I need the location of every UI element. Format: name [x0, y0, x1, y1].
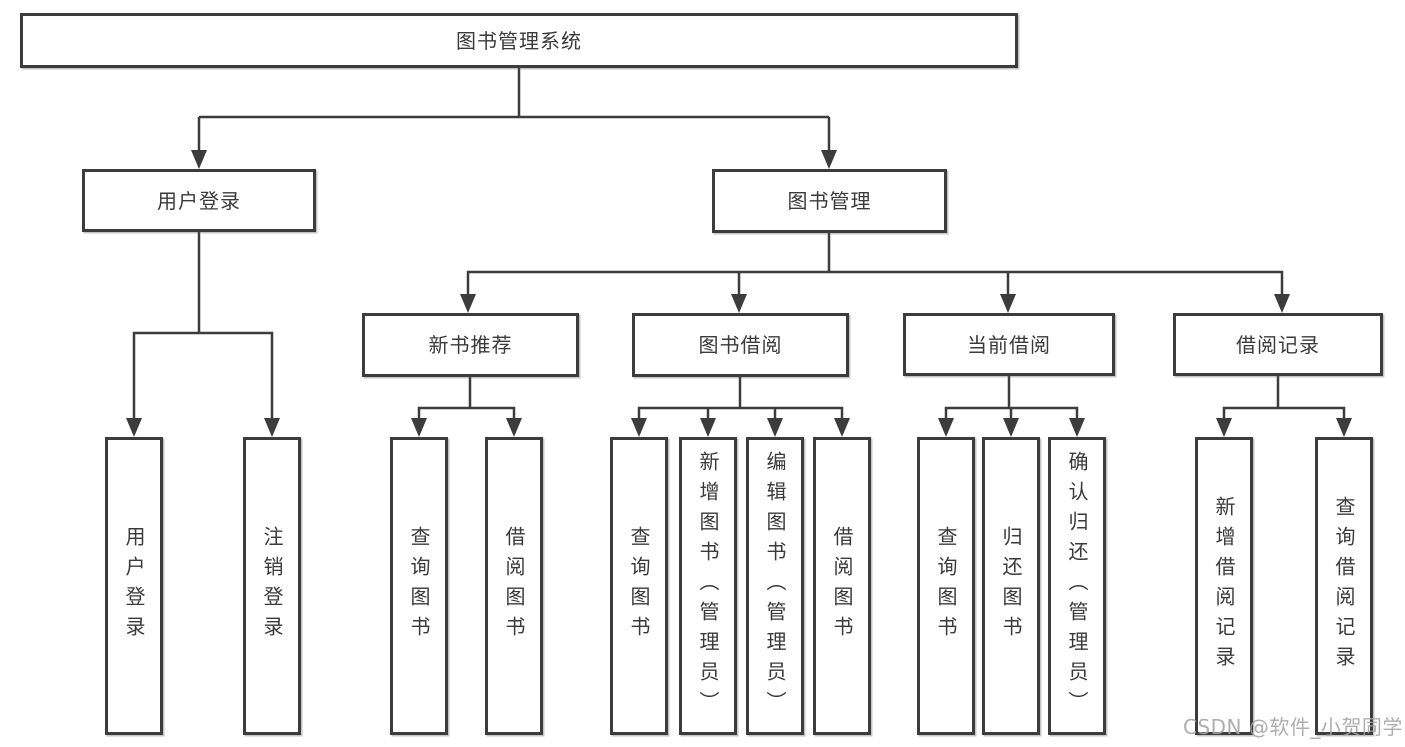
leaf-add-books-admin: 新增图书（管理员）: [679, 437, 737, 735]
leaf-borrow-books: 借阅图书: [485, 437, 543, 735]
leaf-confirm-return-admin: 确认归还（管理员）: [1048, 437, 1106, 735]
leaf-label: 编辑图书（管理员）: [763, 451, 787, 721]
node-label: 图书借阅: [698, 333, 783, 357]
leaf-label: 归还图书: [999, 526, 1023, 646]
leaf-query-borrow-record: 查询借阅记录: [1315, 437, 1373, 735]
leaf-query-books: 查询图书: [917, 437, 975, 735]
leaf-logout: 注销登录: [243, 437, 301, 735]
node-label: 图书管理系统: [456, 28, 582, 53]
node-label: 借阅记录: [1236, 332, 1320, 357]
leaf-add-borrow-record: 新增借阅记录: [1195, 437, 1253, 735]
node-book-management: 图书管理: [712, 169, 947, 233]
node-borrowing-records: 借阅记录: [1173, 313, 1383, 376]
arrowheads: [126, 150, 1352, 437]
node-current-borrowing: 当前借阅: [903, 313, 1115, 376]
node-label: 图书管理: [787, 189, 872, 213]
leaf-edit-books-admin: 编辑图书（管理员）: [746, 437, 804, 735]
csdn-watermark: CSDN @软件_小贺同学: [1183, 715, 1403, 739]
node-label: 用户登录: [157, 188, 241, 213]
node-user-login: 用户登录: [82, 169, 316, 232]
node-label: 当前借阅: [967, 332, 1051, 357]
leaf-label: 查询借阅记录: [1332, 496, 1356, 676]
leaf-label: 借阅图书: [502, 526, 526, 646]
node-label: 新书推荐: [428, 333, 513, 357]
leaf-query-books: 查询图书: [610, 437, 668, 735]
leaf-label: 借阅图书: [830, 526, 854, 646]
leaf-label: 查询图书: [934, 526, 958, 646]
leaf-query-books: 查询图书: [390, 437, 448, 735]
node-library-system: 图书管理系统: [20, 13, 1018, 68]
leaf-label: 注销登录: [260, 526, 284, 646]
leaf-borrow-books: 借阅图书: [813, 437, 871, 735]
node-new-book-recommendation: 新书推荐: [362, 313, 579, 377]
leaf-label: 查询图书: [627, 526, 651, 646]
leaf-user-login: 用户登录: [105, 437, 163, 735]
leaf-label: 新增借阅记录: [1212, 496, 1236, 676]
node-book-borrowing: 图书借阅: [632, 313, 849, 377]
leaf-label: 查询图书: [407, 526, 431, 646]
leaf-label: 新增图书（管理员）: [696, 451, 720, 721]
leaf-label: 确认归还（管理员）: [1065, 451, 1089, 721]
leaf-return-books: 归还图书: [982, 437, 1040, 735]
leaf-label: 用户登录: [122, 526, 146, 646]
